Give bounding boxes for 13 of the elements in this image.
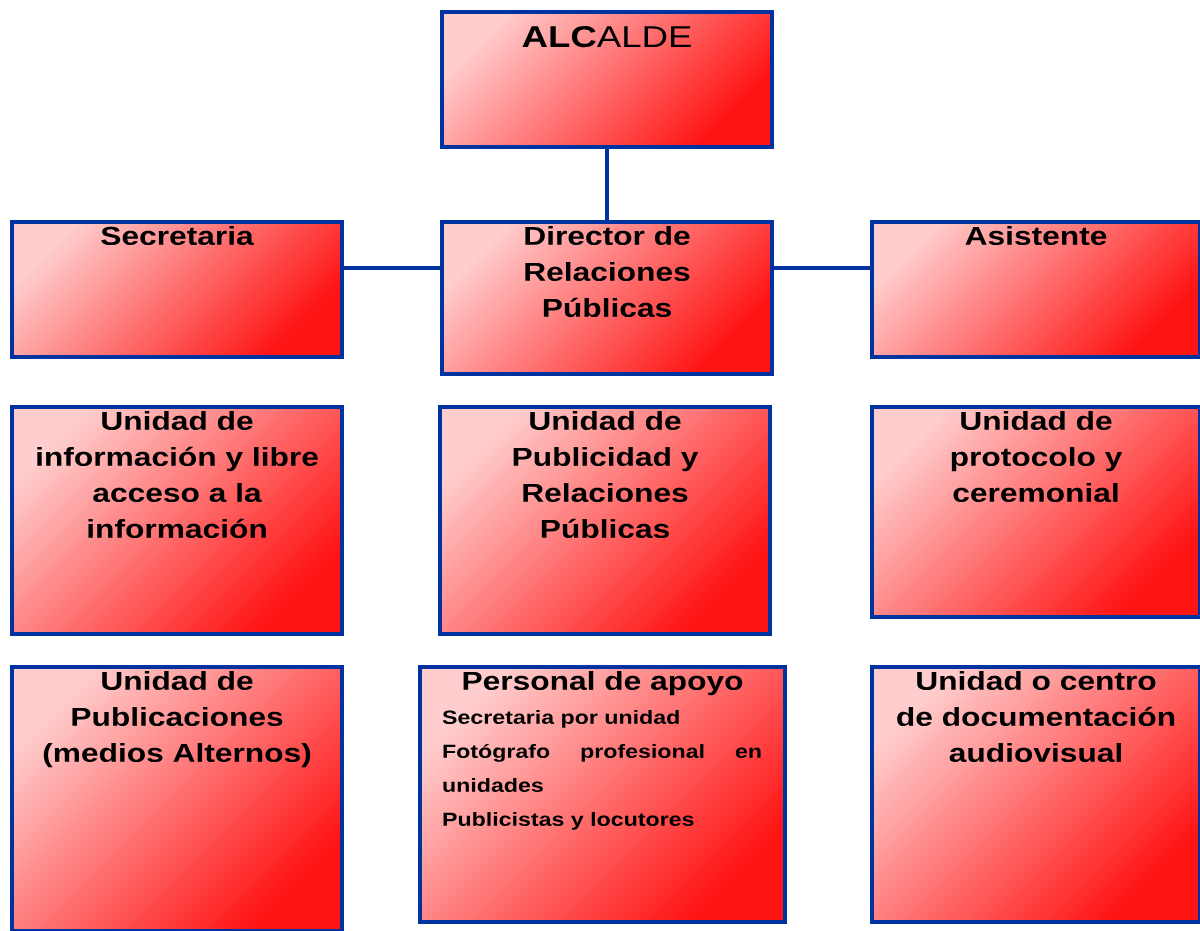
org-box: Personal de apoyo Secretaria por unidad Fotógrafo profesional en unidades Publicistas y locutores [418,665,787,924]
connector-line [774,266,870,270]
connector-line [605,149,609,220]
org-box: Unidad de Publicaciones (medios Alternos) [10,665,344,931]
org-box: Unidad de información y libre acceso a la información [10,405,344,636]
org-box: Secretaria [10,220,344,359]
connector-line [344,266,440,270]
org-box: Asistente [870,220,1200,359]
org-box: Unidad o centro de documentación audiovisual [870,665,1200,924]
org-box: ALCALDE [440,10,774,149]
org-box: Director de Relaciones Públicas [440,220,774,376]
org-box: Unidad de protocolo y ceremonial [870,405,1200,619]
org-box: Unidad de Publicidad y Relaciones Públicas [438,405,772,636]
